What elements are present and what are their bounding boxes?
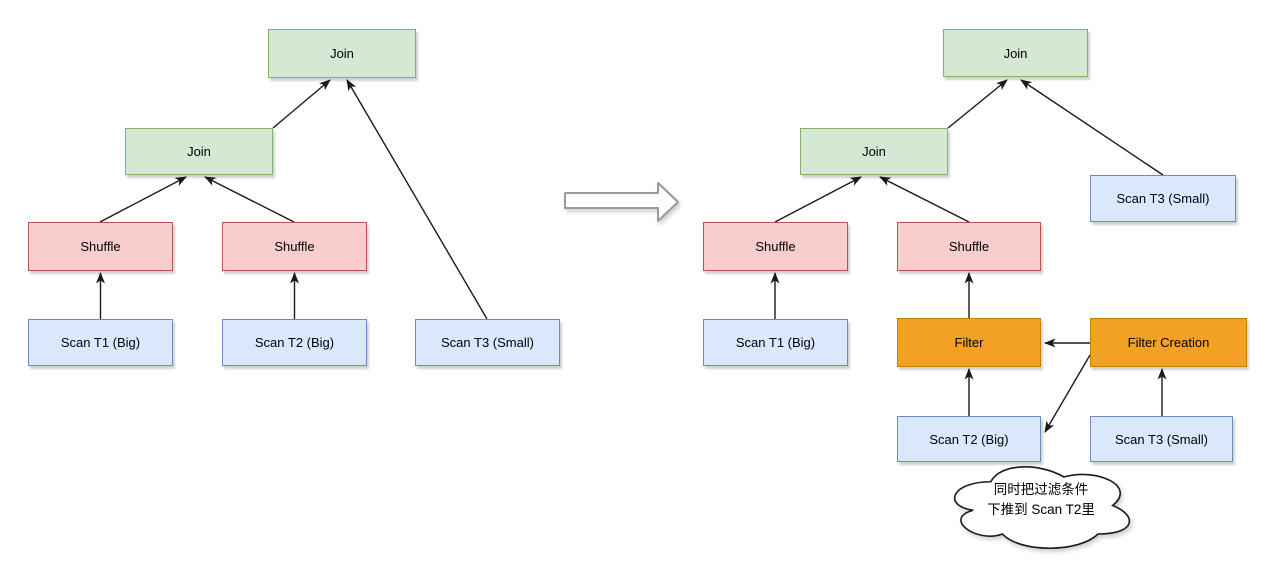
right-scan-t1-node: Scan T1 (Big) [703,319,848,366]
left-scan-t2-node: Scan T2 (Big) [222,319,367,366]
left-shuffle-2-node: Shuffle [222,222,367,271]
right-shuffle-1-node: Shuffle [703,222,848,271]
connector-left-shuffle2-to-join-mid [204,176,295,223]
right-scan-t3-top-node: Scan T3 (Small) [1090,175,1236,222]
connector-left-scan-t3-to-join-top [346,79,488,320]
connector-left-join-mid-to-join-top [272,79,331,129]
right-join-mid-node: Join [800,128,948,175]
right-filter-node: Filter [897,318,1041,367]
connector-right-scan-t3-top-to-join-top [1020,79,1164,176]
right-scan-t2-node: Scan T2 (Big) [897,416,1041,462]
connector-right-shuffle1-to-join-mid [774,176,862,223]
connector-right-filter-creation-to-scan-t2 [1044,354,1091,433]
right-join-top-node: Join [943,29,1088,77]
cloud-note-line-1: 同时把过滤条件 [993,482,1089,497]
left-join-mid-node: Join [125,128,273,175]
cloud-note-line-2: 下推到 Scan T2里 [987,502,1095,517]
left-scan-t3-node: Scan T3 (Small) [415,319,560,366]
left-shuffle-1-node: Shuffle [28,222,173,271]
connector-right-join-mid-to-join-top [947,79,1008,129]
transform-arrow-icon [564,182,679,222]
cloud-note: 同时把过滤条件 下推到 Scan T2里 [952,480,1130,520]
right-scan-t3-bottom-node: Scan T3 (Small) [1090,416,1233,462]
right-filter-creation-node: Filter Creation [1090,318,1247,367]
connector-left-shuffle1-to-join-mid [99,176,187,223]
left-scan-t1-node: Scan T1 (Big) [28,319,173,366]
left-join-top-node: Join [268,29,416,78]
connector-right-shuffle2-to-join-mid [879,176,970,223]
right-shuffle-2-node: Shuffle [897,222,1041,271]
